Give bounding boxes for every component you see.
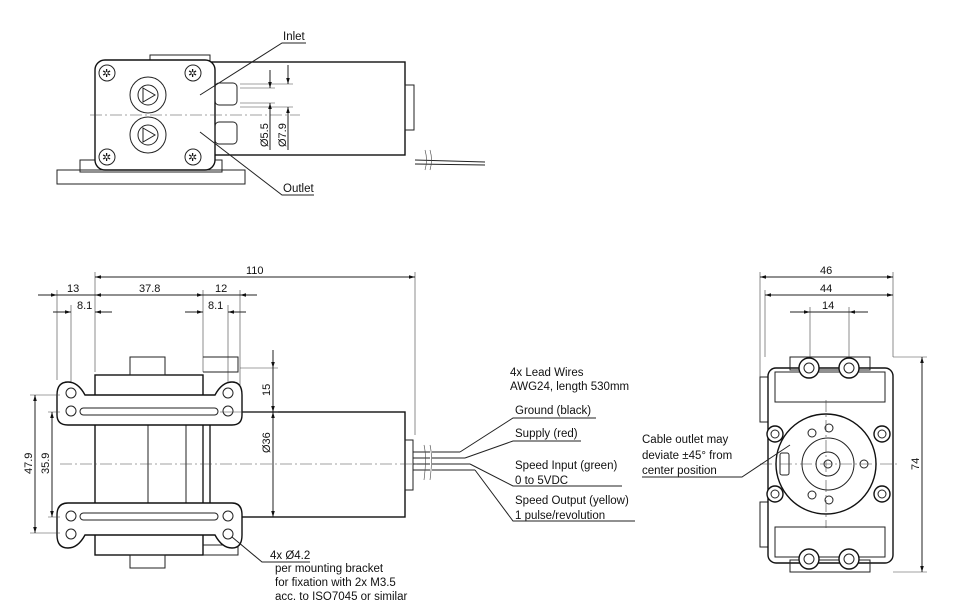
screw-hole <box>807 428 817 438</box>
port-base-bottom <box>789 559 871 573</box>
top-view: ✲ ✲ ✲ ✲ Inlet Outlet Ø5.5 Ø7.9 <box>56 31 486 196</box>
inlet-outer-dia: Ø7.9 <box>277 123 289 147</box>
outlet-valve-inner <box>137 124 159 146</box>
inlet-port <box>203 356 239 373</box>
inlet-valve <box>129 76 167 114</box>
screw-icons: ✲ ✲ ✲ ✲ <box>98 64 202 166</box>
cable-note-line3: center position <box>642 465 717 477</box>
bottom-mounting-bracket <box>56 502 243 549</box>
inlet-valve-inner <box>137 84 159 106</box>
dim-head-length: 37.8 <box>139 283 160 295</box>
inlet-label: Inlet <box>283 31 306 43</box>
outlet-port <box>203 544 239 556</box>
top-mounting-bracket <box>56 381 243 426</box>
motor-end-cap <box>404 439 414 491</box>
lead-wires <box>413 451 430 471</box>
dim-hole-spacing-outer: 47.9 <box>23 453 35 474</box>
dim-hole-offset-right: 8.1 <box>208 300 223 312</box>
inlet-leader <box>199 42 306 96</box>
port-icons <box>798 357 860 570</box>
mounting-note-leader <box>231 536 310 563</box>
head-block-bottom <box>774 526 886 558</box>
dim-hole-spacing-inner: 35.9 <box>40 453 52 474</box>
screw-hole <box>824 495 834 505</box>
slot <box>79 407 219 416</box>
port-base-top <box>789 356 871 371</box>
inlet-inner-dia: Ø5.5 <box>259 123 271 147</box>
wire-ground: Ground (black) <box>515 405 591 417</box>
outlet-valve <box>129 116 167 154</box>
wire-labels: 4x Lead Wires AWG24, length 530mm Ground… <box>459 367 635 522</box>
svg-text:✲: ✲ <box>102 68 111 80</box>
screw-hole <box>807 490 817 500</box>
speed-output-leader <box>474 469 635 522</box>
svg-text:✲: ✲ <box>188 152 197 164</box>
wire-speed-output: Speed Output (yellow) <box>515 495 629 507</box>
svg-text:✲: ✲ <box>188 68 197 80</box>
mounting-note-line1: per mounting bracket <box>275 563 384 575</box>
motor-body <box>209 411 406 518</box>
dim-port-spacing: 14 <box>822 300 834 312</box>
dim-overall-length: 110 <box>246 265 264 277</box>
triangle-up-icon <box>142 87 156 103</box>
top-boss <box>129 356 166 376</box>
dim-motor-dia: Ø36 <box>261 432 273 453</box>
wire-supply: Supply (red) <box>515 428 578 440</box>
lead-wire <box>414 159 486 166</box>
wire-break <box>424 149 432 171</box>
outlet-label: Outlet <box>283 183 314 195</box>
inlet-port <box>214 82 238 106</box>
lead-wires-ext <box>432 451 475 471</box>
outlet-leader <box>199 131 314 196</box>
dim-bracket-offset-left: 13 <box>67 283 79 295</box>
wire-speed-input-range: 0 to 5VDC <box>515 475 568 487</box>
cable-note-leader <box>642 444 791 478</box>
dim-hole-offset-left: 8.1 <box>77 300 92 312</box>
svg-text:✲: ✲ <box>102 152 111 164</box>
wire-speed-input: Speed Input (green) <box>515 460 617 472</box>
dim-width-inner: 44 <box>820 283 832 295</box>
wires-spec: AWG24, length 530mm <box>510 381 629 393</box>
wires-title: 4x Lead Wires <box>510 367 584 379</box>
end-view: 46 44 14 74 <box>642 265 927 573</box>
head-block-top <box>774 371 886 403</box>
speed-input-leader <box>469 463 622 487</box>
mounting-note-line3: acc. to ISO7045 or similar <box>275 591 407 603</box>
cable-note-line1: Cable outlet may <box>642 434 729 446</box>
motor-end-cap <box>404 84 415 131</box>
ground-leader <box>459 417 596 453</box>
dim-port-height: 15 <box>261 384 273 396</box>
mounting-note-line2: for fixation with 2x M3.5 <box>275 577 396 589</box>
dim-height: 74 <box>910 458 922 470</box>
triangle-right-icon <box>142 127 156 143</box>
motor-body <box>209 61 406 156</box>
bottom-boss <box>129 554 166 569</box>
dim-width-outer: 46 <box>820 265 832 277</box>
screw-hole <box>824 423 834 433</box>
cable-note-line2: deviate ±45° from <box>642 450 732 462</box>
outlet-port <box>214 121 238 145</box>
bracket-hole-icons <box>766 425 891 503</box>
supply-leader <box>464 440 581 459</box>
slot <box>79 512 219 521</box>
dim-bracket-offset-right: 12 <box>215 283 227 295</box>
wire-speed-output-rate: 1 pulse/revolution <box>515 510 605 522</box>
mounting-holes-label: 4x Ø4.2 <box>270 550 310 562</box>
front-view: 110 13 37.8 12 8.1 8.1 <box>23 265 475 603</box>
